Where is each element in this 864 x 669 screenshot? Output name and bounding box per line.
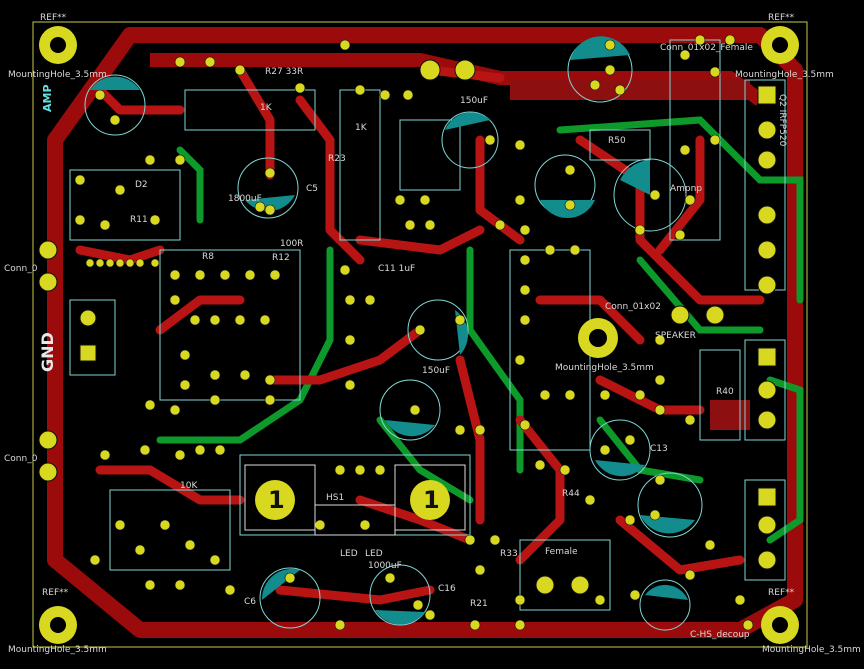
r44-label: R44 — [562, 489, 580, 499]
mounting-holes — [39, 26, 799, 644]
top-traces — [75, 65, 765, 605]
connector-label-mid: Conn_01x02 — [605, 302, 661, 312]
mounting-hole-label-br: MountingHole_3.5mm — [762, 645, 861, 655]
r23-label: R23 — [328, 154, 346, 164]
led-b-label: LED — [365, 549, 383, 559]
r40-label: R40 — [716, 387, 734, 397]
cap-c37 — [637, 472, 703, 538]
q-irfp-label: Q2 IRFP520 — [777, 94, 787, 147]
r-1k-a-label: 1K — [260, 103, 272, 113]
d2-label: D2 — [135, 180, 148, 190]
r-10k-label: 10K — [180, 481, 198, 491]
ref-label-tr: REF** — [768, 13, 795, 23]
cap-150-a — [441, 111, 499, 169]
cap-1800-label: 1800uF — [228, 194, 262, 204]
heatsink-number-a: 1 — [268, 486, 285, 514]
cap-c11-label: C11 1uF — [378, 264, 416, 274]
hs1-label: HS1 — [326, 493, 345, 503]
connector-pads — [38, 59, 777, 595]
cap-c30 — [534, 154, 596, 219]
c5-label: C5 — [306, 184, 319, 194]
female-label: Female — [545, 547, 578, 557]
mounting-hole-label-tr: MountingHole_3.5mm — [735, 70, 834, 80]
small-pads — [74, 34, 754, 631]
r8-label: R8 — [202, 252, 214, 262]
r12-label: R12 — [272, 253, 290, 263]
cap-top-right — [567, 36, 633, 103]
heatsink-number-b: 1 — [423, 486, 440, 514]
c16-label: C16 — [438, 584, 456, 594]
connector-label-left1: Conn_0 — [4, 264, 38, 274]
mounting-hole-label-bl: MountingHole_3.5mm — [8, 645, 107, 655]
heatsink-hole-b — [410, 480, 450, 520]
cap-center-low — [379, 379, 441, 441]
mounting-hole-label-tl: MountingHole_3.5mm — [8, 70, 107, 80]
connector-label-left2: Conn_0 — [4, 454, 38, 464]
cap-150-b-label: 150uF — [422, 366, 451, 376]
connector-label-tr: Conn_01x02_Female — [660, 43, 753, 53]
r27-label: R27 33R — [265, 67, 304, 77]
ampnp-label: Ampnp — [670, 184, 703, 194]
amp-label: AMP — [41, 84, 54, 112]
cap-150-a-label: 150uF — [460, 96, 489, 106]
heatsink-outlines — [244, 464, 466, 536]
c6-label: C6 — [244, 597, 257, 607]
r-100r-label: 100R — [280, 239, 304, 249]
ref-label-tl: REF** — [40, 13, 67, 23]
cap-bottom-right — [639, 579, 691, 631]
board-outline — [32, 21, 808, 648]
r21-label: R21 — [470, 599, 488, 609]
cap-1000-label: 1000uF — [368, 561, 402, 571]
r33-label: R33 — [500, 549, 518, 559]
ref-label-bl: REF** — [42, 588, 69, 598]
ref-label-br: REF** — [768, 588, 795, 598]
copper-pours — [510, 80, 750, 430]
r11-label: R11 — [130, 215, 148, 225]
led-a-label: LED — [340, 549, 358, 559]
cap-1000 — [369, 564, 431, 626]
decoupling-label: C-HS_decoup — [690, 630, 750, 640]
heatsink-hole-a — [255, 480, 295, 520]
cap-ampnp-top — [613, 158, 687, 232]
cap-top-left — [84, 74, 146, 136]
cap-c13 — [589, 419, 651, 481]
speaker-label: SPEAKER — [655, 331, 696, 341]
r50-label: R50 — [608, 136, 626, 146]
mounting-hole-label-mid: MountingHole_3.5mm — [555, 363, 654, 373]
gnd-label: GND — [38, 332, 57, 372]
r-1k-b-label: 1K — [355, 123, 367, 133]
electrolytic-caps — [84, 36, 703, 631]
c13-label: C13 — [650, 444, 668, 454]
